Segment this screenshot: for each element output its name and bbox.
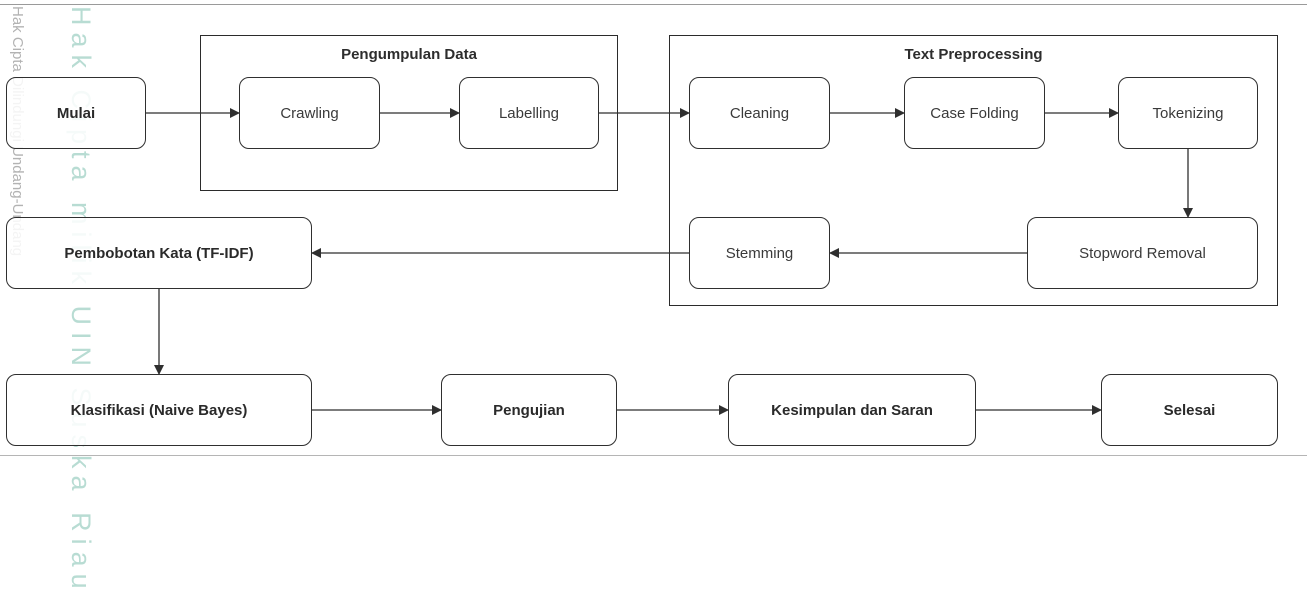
case-folding-node[interactable]: Case Folding bbox=[904, 77, 1045, 149]
crawling-node[interactable]: Crawling bbox=[239, 77, 380, 149]
testing-node[interactable]: Pengujian bbox=[441, 374, 617, 446]
labelling-node[interactable]: Labelling bbox=[459, 77, 599, 149]
tokenizing-node[interactable]: Tokenizing bbox=[1118, 77, 1258, 149]
top-divider bbox=[0, 4, 1307, 5]
stopword-removal-node[interactable]: Stopword Removal bbox=[1027, 217, 1258, 289]
start-node[interactable]: Mulai bbox=[6, 77, 146, 149]
conclusion-node[interactable]: Kesimpulan dan Saran bbox=[728, 374, 976, 446]
group-title-text-preprocessing: Text Preprocessing bbox=[904, 46, 1043, 63]
bottom-divider bbox=[0, 455, 1307, 456]
flowchart-canvas: Hak Cipta Dilindungi Undang-Undang Hak C… bbox=[0, 4, 1307, 596]
group-text-preprocessing: Text Preprocessing bbox=[669, 35, 1278, 306]
stemming-node[interactable]: Stemming bbox=[689, 217, 830, 289]
term-weighting-node[interactable]: Pembobotan Kata (TF-IDF) bbox=[6, 217, 312, 289]
end-node[interactable]: Selesai bbox=[1101, 374, 1278, 446]
cleaning-node[interactable]: Cleaning bbox=[689, 77, 830, 149]
classification-node[interactable]: Klasifikasi (Naive Bayes) bbox=[6, 374, 312, 446]
group-title-data-collection: Pengumpulan Data bbox=[341, 46, 477, 63]
flow-connectors bbox=[146, 108, 1193, 415]
